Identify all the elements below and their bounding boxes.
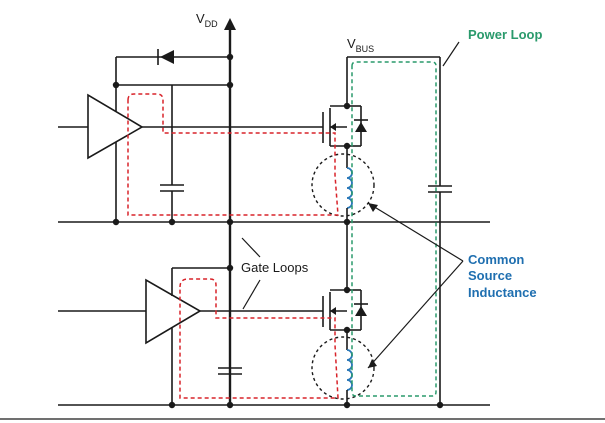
vbus-label: VBUS — [347, 36, 374, 54]
inductor-icon — [346, 349, 353, 391]
high-side-mosfet — [322, 105, 368, 168]
low-side-driver — [58, 267, 323, 405]
gate-loops — [127, 93, 339, 399]
low-side-amplifier-icon — [145, 278, 202, 345]
diode-icon — [160, 50, 174, 64]
body-diode-icon — [355, 122, 367, 132]
gate-loop-low-side — [179, 278, 339, 399]
inductor-icon — [346, 167, 353, 209]
junction-dots — [112, 53, 444, 409]
csi-highlight-circle-top — [311, 153, 375, 217]
power-loop — [351, 61, 437, 397]
csi-label-line1: Common — [468, 252, 524, 267]
low-side-source-inductance — [311, 336, 375, 405]
power-loop-label: Power Loop — [468, 27, 542, 42]
vdd-rail — [224, 18, 236, 405]
gate-loops-label: Gate Loops — [241, 260, 309, 275]
csi-label-line2: Source — [468, 268, 512, 283]
high-side-driver — [58, 84, 323, 222]
body-diode-icon — [355, 306, 367, 316]
vdd-arrow-icon — [224, 18, 236, 30]
bootstrap-diode — [115, 49, 230, 85]
gate-loop-high-side — [127, 93, 339, 216]
csi-label-line3: Inductance — [468, 285, 537, 300]
annotation-pointers — [241, 41, 464, 369]
high-side-amplifier-icon — [87, 93, 144, 160]
high-side-source-inductance — [311, 153, 375, 222]
vdd-label: VDD — [196, 11, 218, 29]
vbus-rail — [346, 56, 452, 405]
csi-highlight-circle-bottom — [311, 336, 375, 400]
